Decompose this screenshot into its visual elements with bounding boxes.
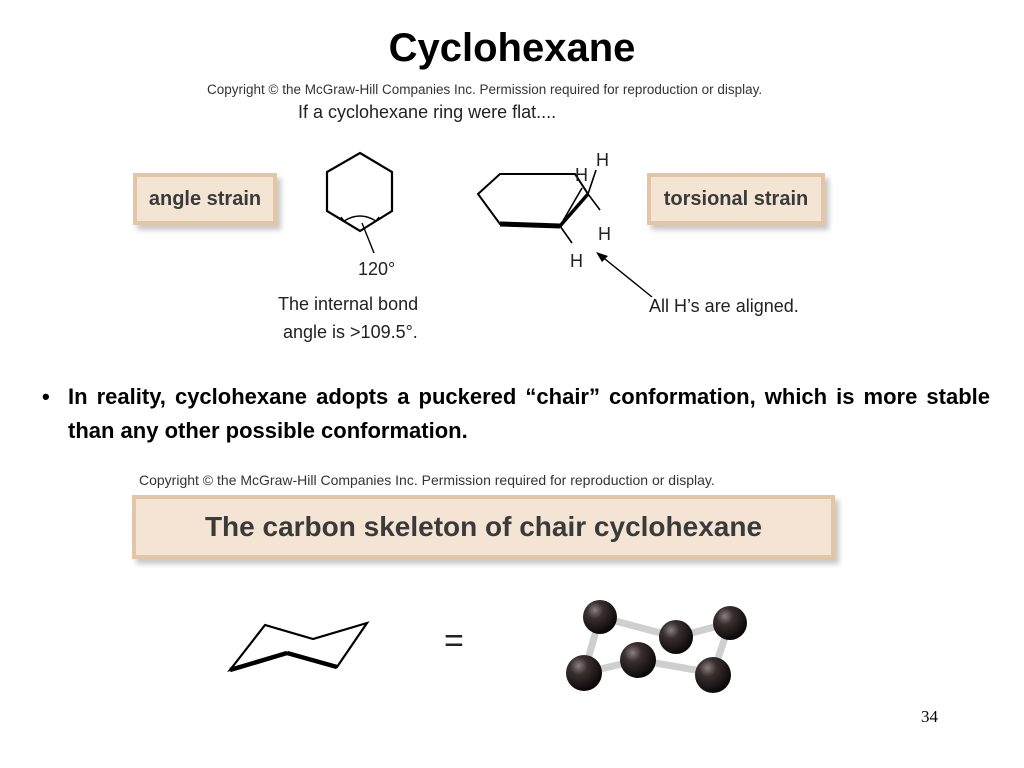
angle-arc xyxy=(343,215,377,222)
front-bond xyxy=(499,221,561,229)
chair-banner-text: The carbon skeleton of chair cyclohexane xyxy=(204,511,763,542)
bond-note-line2: angle is >109.5°. xyxy=(283,322,418,342)
aligned-note: All H’s are aligned. xyxy=(649,296,799,316)
chair-banner: The carbon skeleton of chair cyclohexane xyxy=(132,495,835,559)
bullet-text: In reality, cyclohexane adopts a puckere… xyxy=(68,384,990,443)
h-bond-1 xyxy=(587,169,597,195)
flat-ring-caption: If a cyclohexane ring were flat.... xyxy=(298,102,557,122)
bullet-point: • In reality, cyclohexane adopts a pucke… xyxy=(42,380,990,448)
page-number: 34 xyxy=(921,707,938,726)
h-bond-2 xyxy=(587,193,601,211)
angle-value: 120° xyxy=(358,259,396,279)
h-bond-3 xyxy=(559,187,583,227)
slide-title: Cyclohexane xyxy=(388,26,636,70)
bullet-symbol: • xyxy=(42,384,50,409)
angle-pointer-line xyxy=(361,222,375,254)
equals-sign: = xyxy=(444,622,464,660)
carbon-atom xyxy=(713,606,747,640)
torsional-strain-text: torsional strain xyxy=(663,187,809,210)
aligned-arrow xyxy=(596,252,653,298)
bond-note-line1: The internal bond xyxy=(278,294,419,314)
h-label-3: H xyxy=(598,224,611,244)
carbon-atom xyxy=(695,657,731,693)
carbon-atom xyxy=(583,600,617,634)
h-label-2: H xyxy=(575,165,588,185)
front-right-bond xyxy=(558,192,590,228)
angle-strain-label: angle strain xyxy=(133,173,277,225)
carbon-atom xyxy=(566,655,602,691)
flat-ring-perspective-diagram xyxy=(476,169,601,244)
angle-strain-text: angle strain xyxy=(148,187,262,210)
ball-and-stick-model xyxy=(566,600,747,693)
flat-hexagon-diagram xyxy=(325,151,394,254)
h-label-1: H xyxy=(596,150,609,170)
h-bond-4 xyxy=(559,225,573,244)
perspective-ring xyxy=(476,173,590,228)
torsional-strain-label: torsional strain xyxy=(647,173,825,225)
carbon-atom xyxy=(620,642,656,678)
top-copyright: Copyright © the McGraw-Hill Companies In… xyxy=(207,82,763,97)
hexagon-ring xyxy=(325,151,394,233)
h-label-4: H xyxy=(570,251,583,271)
bottom-copyright: Copyright © the McGraw-Hill Companies In… xyxy=(139,472,715,488)
carbon-atom xyxy=(659,620,693,654)
chair-line-drawing xyxy=(227,621,370,673)
